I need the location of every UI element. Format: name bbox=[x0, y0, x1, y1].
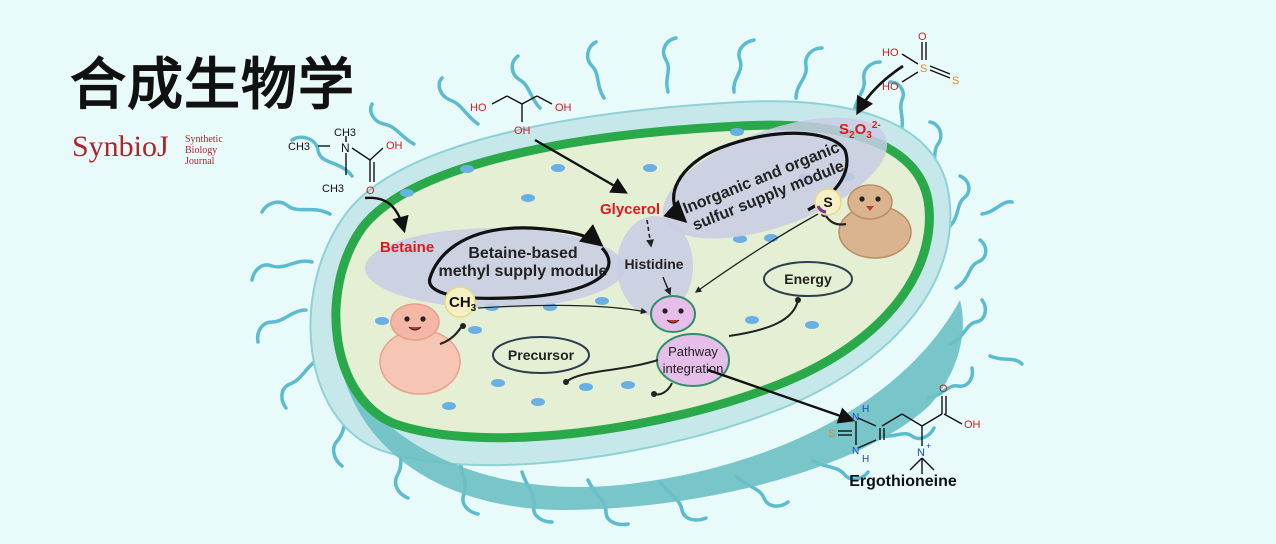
energy-label: Energy bbox=[784, 271, 832, 287]
thiosulfate-s: S bbox=[839, 121, 849, 138]
betaine-n-methyl-left: CH3 bbox=[288, 141, 310, 153]
sulfur-to-pathway-arrow bbox=[694, 213, 819, 293]
histidine-to-pathway-arrow bbox=[662, 276, 672, 296]
ergo-h-top: H bbox=[862, 404, 869, 415]
betaine-module-label-line2: methyl supply module bbox=[439, 263, 608, 280]
ergo-oh: OH bbox=[964, 419, 981, 431]
betaine-n-methyl-bottom: CH3 bbox=[322, 183, 344, 195]
journal-subtitle-line-3: Journal bbox=[185, 156, 215, 167]
methyl-group-sub: 3 bbox=[471, 303, 477, 314]
cell-wall-rim bbox=[338, 300, 963, 510]
thiosulfate-sub-2: 2 bbox=[849, 130, 855, 141]
methyl-mascot bbox=[379, 303, 466, 395]
betaine-oh: OH bbox=[386, 140, 403, 152]
precursor-bubble bbox=[492, 336, 590, 374]
betaine-cycle-arrow bbox=[428, 224, 611, 300]
sulfur-cycle-arrow bbox=[663, 131, 849, 224]
ergo-plus-sign: + bbox=[926, 441, 931, 451]
glycerol-ho: HO bbox=[470, 102, 487, 114]
ergo-n-plus: N bbox=[917, 447, 925, 459]
ergo-s: S bbox=[828, 428, 835, 440]
thiosulfate-o: O bbox=[855, 121, 867, 138]
journal-subtitle-line-1: Synthetic bbox=[185, 134, 223, 145]
pathway-label-line1: Pathway bbox=[668, 344, 718, 359]
betaine-module-label-line1: Betaine-based bbox=[468, 245, 577, 262]
sulfur-module-zone bbox=[662, 117, 888, 239]
thiosulfate-s-side: S bbox=[952, 75, 959, 87]
methyl-to-pathway-arrow bbox=[477, 304, 648, 315]
thiosulfate-ho-bottom: HO bbox=[882, 81, 899, 93]
thiosulfate-import-arrow bbox=[856, 64, 904, 116]
energy-bubble bbox=[763, 261, 853, 297]
ergothioneine-structure bbox=[838, 396, 963, 474]
histidine-zone bbox=[617, 216, 693, 316]
ergo-h-bottom: H bbox=[862, 454, 869, 465]
thiosulfate-sub-3: 3 bbox=[866, 130, 872, 141]
pathway-label-line2: integration bbox=[663, 361, 724, 376]
cytoplasm-particles bbox=[375, 128, 855, 410]
product-label: Ergothioneine bbox=[849, 473, 957, 490]
betaine-label: Betaine bbox=[380, 239, 434, 256]
ergothioneine-output-arrow bbox=[707, 368, 856, 424]
thiosulfate-o-atom: O bbox=[918, 31, 927, 43]
betaine-import-arrow bbox=[364, 196, 409, 234]
sulfur-atom-label: S bbox=[823, 194, 832, 210]
betaine-n-methyl-top: CH3 bbox=[334, 127, 356, 139]
glycerol-oh-bottom: OH bbox=[514, 125, 531, 137]
thiosulfate-s-center: S bbox=[920, 63, 927, 75]
glycerol-structure bbox=[491, 95, 553, 122]
betaine-n: N bbox=[341, 141, 350, 155]
glycerol-oh-right: OH bbox=[555, 102, 572, 114]
betaine-structure bbox=[318, 136, 384, 182]
thiosulfate-charge: 2- bbox=[872, 120, 881, 131]
methyl-group-ch: CH bbox=[449, 294, 471, 311]
histidine-label: Histidine bbox=[624, 256, 683, 272]
thiosulfate-label: S2O32- bbox=[839, 120, 881, 141]
flagella bbox=[250, 36, 1024, 527]
sulfur-mascot bbox=[821, 184, 912, 259]
ergo-n-top: N bbox=[852, 412, 859, 423]
thiosulfate-ho-top: HO bbox=[882, 47, 899, 59]
ergo-o: O bbox=[939, 383, 948, 395]
betaine-o: O bbox=[366, 185, 375, 197]
pathway-mascot bbox=[650, 295, 730, 387]
precursor-label: Precursor bbox=[508, 347, 575, 363]
energy-connector bbox=[728, 299, 799, 337]
precursor-connector bbox=[565, 359, 659, 383]
methyl-group-label: CH3 bbox=[449, 294, 477, 314]
ergo-n-bottom: N bbox=[852, 446, 859, 457]
glycerol-label: Glycerol bbox=[600, 201, 660, 218]
betaine-module-zone bbox=[365, 228, 625, 308]
journal-subtitle: Synthetic Biology Journal bbox=[185, 134, 223, 167]
thiosulfate-structure bbox=[901, 42, 951, 83]
journal-subtitle-line-2: Biology bbox=[185, 145, 218, 156]
methyl-group-badge bbox=[444, 286, 476, 318]
glycerol-import-arrow bbox=[534, 138, 628, 194]
journal-name-en: SynbioJ bbox=[72, 130, 169, 163]
journal-title-cn: 合成生物学 bbox=[70, 53, 355, 118]
glycerol-to-histidine-arrow bbox=[646, 219, 654, 248]
